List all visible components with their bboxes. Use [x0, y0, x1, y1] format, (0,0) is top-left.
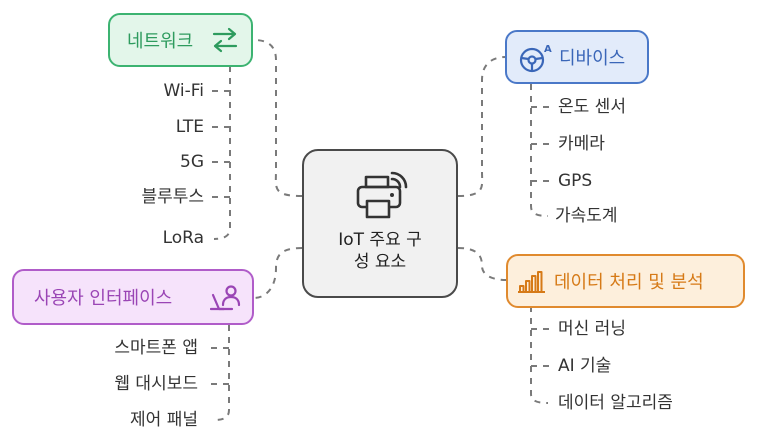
central-topic-line2: 성 요소 — [353, 252, 407, 272]
leaf-network-lte[interactable]: LTE — [175, 117, 204, 137]
bar-chart-icon — [518, 271, 545, 293]
leaf-ui-web-dashboard[interactable]: 웹 대시보드 — [114, 374, 198, 394]
printer-wifi-icon — [356, 171, 408, 219]
leaf-device-gps[interactable]: GPS — [558, 171, 593, 191]
leaf-network-5g[interactable]: 5G — [180, 152, 204, 172]
topic-data-analysis[interactable]: 데이터 처리 및 분석 — [506, 254, 745, 308]
leaf-data-ai-technology[interactable]: AI 기술 — [558, 356, 612, 376]
leaf-device-temperature-sensor[interactable]: 온도 센서 — [558, 97, 626, 117]
link-device — [457, 56, 507, 197]
central-topic[interactable]: IoT 주요 구 성 요소 — [302, 149, 458, 298]
leaf-device-accelerometer[interactable]: 가속도계 — [555, 206, 618, 226]
topic-ui-label: 사용자 인터페이스 — [34, 288, 173, 309]
link-network — [253, 39, 303, 197]
link-ui-items — [213, 325, 230, 421]
svg-text:A: A — [544, 44, 552, 55]
topic-network[interactable]: 네트워크 — [108, 13, 253, 67]
link-device-items — [530, 84, 549, 217]
user-laptop-icon — [210, 285, 241, 311]
leaf-data-machine-learning[interactable]: 머신 러닝 — [558, 319, 626, 339]
topic-device[interactable]: A 디바이스 — [505, 30, 649, 84]
leaf-ui-smartphone-app[interactable]: 스마트폰 앱 — [114, 338, 198, 358]
link-data-items — [530, 306, 549, 404]
topic-data-label: 데이터 처리 및 분석 — [554, 272, 704, 293]
central-topic-line1: IoT 주요 구 — [338, 230, 422, 250]
link-ui — [253, 247, 303, 299]
steering-wheel-auto-icon: A — [519, 44, 552, 73]
leaf-network-bluetooth[interactable]: 블루투스 — [141, 187, 204, 207]
leaf-ui-control-panel[interactable]: 제어 패널 — [130, 410, 198, 430]
leaf-data-algorithm[interactable]: 데이터 알고리즘 — [558, 393, 673, 413]
leaf-device-camera[interactable]: 카메라 — [558, 134, 605, 154]
leaf-network-wifi[interactable]: Wi-Fi — [163, 81, 204, 101]
topic-device-label: 디바이스 — [559, 48, 626, 69]
link-data — [457, 247, 507, 281]
leaf-network-lora[interactable]: LoRa — [162, 228, 204, 248]
topic-network-label: 네트워크 — [127, 31, 194, 52]
link-network-items — [213, 66, 231, 240]
topic-user-interface[interactable]: 사용자 인터페이스 — [12, 269, 254, 325]
transfer-arrows-icon — [212, 27, 238, 53]
